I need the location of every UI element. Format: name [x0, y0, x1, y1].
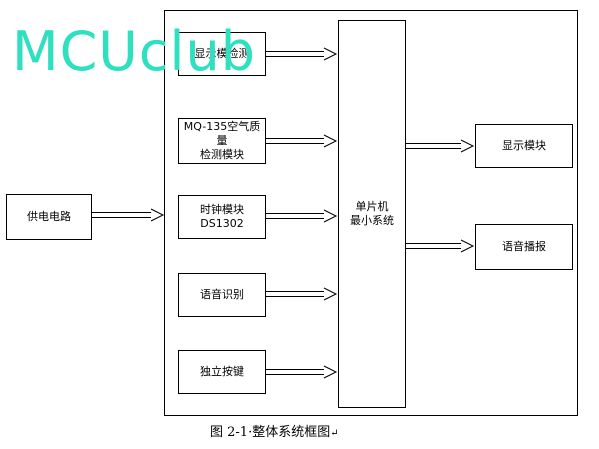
mq135-label-line2: 检测模块: [200, 148, 244, 161]
arrow-keys-to-mcu: [266, 365, 338, 379]
figure-caption: 图 2-1·整体系统框图↵: [210, 425, 339, 440]
arrow-power-to-system: [92, 208, 165, 222]
power-block: 供电电路: [6, 194, 92, 240]
arrow-clock-to-mcu: [266, 209, 338, 223]
voice-recognition-block: 语音识别: [178, 273, 266, 317]
display-detect-label: 显示模检测: [194, 47, 250, 60]
mcu-block: 单片机 最小系统: [338, 20, 406, 408]
arrow-display-detect-to-mcu: [266, 47, 338, 61]
keys-label: 独立按键: [200, 365, 244, 378]
voice-broadcast-label: 语音播报: [502, 240, 546, 253]
arrow-voice-recognition-to-mcu: [266, 287, 338, 301]
mcuclub-watermark: MCUclub: [12, 20, 257, 83]
clock-label: 时钟模块DS1302: [200, 203, 244, 230]
mq135-block: MQ-135空气质量 检测模块: [178, 118, 266, 164]
display-detect-block: 显示模检测: [178, 32, 266, 76]
arrow-mq135-to-mcu: [266, 134, 338, 148]
voice-recognition-label: 语音识别: [200, 288, 244, 301]
voice-broadcast-block: 语音播报: [475, 224, 573, 270]
arrow-mcu-to-voice-broadcast: [406, 239, 475, 253]
power-label: 供电电路: [27, 210, 71, 223]
clock-block: 时钟模块DS1302: [178, 195, 266, 239]
mq135-label-line1: MQ-135空气质量: [183, 120, 261, 147]
figure-caption-text: 图 2-1·整体系统框图: [210, 425, 331, 440]
mcu-label-line1: 单片机: [355, 200, 389, 213]
arrow-mcu-to-display-module: [406, 139, 475, 153]
mcu-label-line2: 最小系统: [350, 214, 394, 227]
display-module-block: 显示模块: [475, 124, 573, 168]
keys-block: 独立按键: [178, 350, 266, 394]
system-frame: [164, 10, 578, 416]
display-module-label: 显示模块: [502, 139, 546, 152]
